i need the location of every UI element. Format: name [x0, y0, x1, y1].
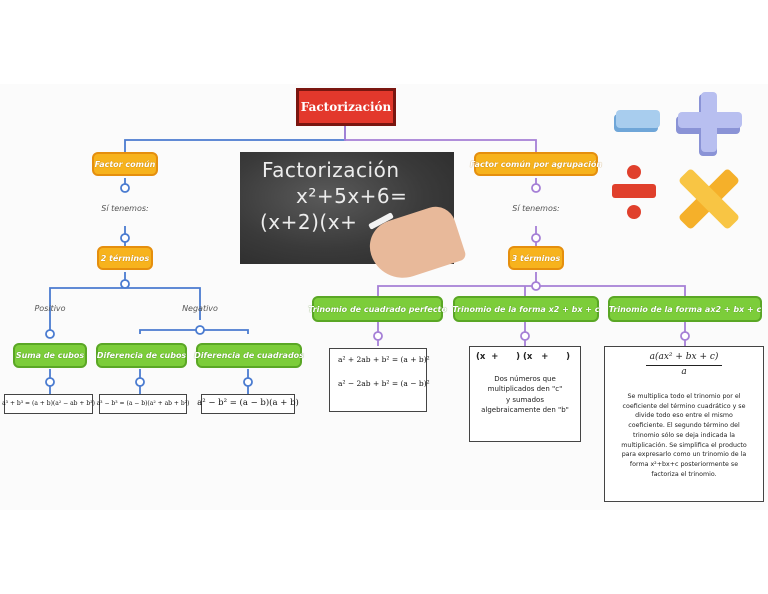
explanation-line: y sumados — [506, 395, 544, 404]
cuadrado-perfecto-formulas: a² + 2ab + b² = (a + b)² a² − 2ab + b² =… — [329, 348, 430, 412]
connector-lines — [45, 124, 690, 394]
map-title: Factorización — [296, 88, 396, 126]
trinomio-ax2-node: Trinomio de la forma ax2 + bx + c — [608, 296, 762, 322]
concept-map: Factorización Factorización x²+5x+6= (x+… — [0, 84, 768, 510]
trinomio-x2-node: Trinomio de la forma x2 + bx + c — [452, 296, 600, 322]
suma-cubos-node: Suma de cubos — [13, 343, 87, 368]
explanation-line: forma x²+bx+c posteriormente se — [629, 461, 739, 469]
board-line-3: (x+2)(x+ — [260, 210, 358, 234]
factor-comun-node: Factor común — [92, 152, 158, 176]
pattern-text: (x + ) (x + ) — [476, 352, 571, 362]
trinomio-ax2-explanation: a(ax² + bx + c) a Se multiplica todo el … — [604, 346, 764, 502]
fraction-denominator: a — [681, 366, 687, 377]
explanation-line: Se multiplica todo el trinomio por el — [627, 392, 741, 400]
explanation-line: para expresarlo como un trinomio de la — [621, 451, 747, 459]
formula-text: a² − b² = (a − b)(a + b) — [197, 398, 299, 409]
positive-label: Positivo — [34, 304, 66, 313]
formula-text: a³ − b³ = (a − b)(a² + ab + b²) — [96, 400, 190, 408]
formula-line-1: a² + 2ab + b² = (a + b)² — [338, 355, 430, 364]
factor-comun-agrupacion-node: Factor común por agrupación — [470, 152, 602, 176]
explanation-line: Dos números que — [494, 374, 556, 383]
suma-cubos-formula: a³ + b³ = (a + b)(a² − ab + b²) — [2, 394, 95, 414]
diferencia-cubos-formula: a³ − b³ = (a − b)(a² + ab + b²) — [96, 394, 190, 414]
formula-text: a³ + b³ = (a + b)(a² − ab + b²) — [2, 400, 95, 408]
explanation-line: coeficiente del término cuadrático y se — [622, 402, 746, 410]
right-connector-label: Sí tenemos: — [512, 204, 560, 213]
negative-label: Negativo — [182, 304, 218, 313]
right-terms-node: 3 términos — [508, 246, 564, 270]
explanation-line: trinomio sólo se deja indicada la — [632, 431, 736, 439]
minus-icon — [614, 110, 660, 132]
explanation-line: algebraicamente den "b" — [481, 406, 569, 415]
diferencia-cuadrados-node: Diferencia de cuadrados — [194, 343, 304, 368]
left-terms-node: 2 términos — [97, 246, 153, 270]
math-operators-image — [612, 92, 742, 229]
board-line-2: x²+5x+6= — [296, 184, 408, 208]
explanation-line: coeficiente. El segundo término del — [628, 422, 740, 430]
divide-icon — [612, 165, 656, 219]
explanation-line: multiplicados den "c" — [487, 385, 563, 394]
chalkboard-image: Factorización x²+5x+6= (x+2)(x+ — [240, 152, 468, 287]
trinomio-cuadrado-perfecto-node: Trinomio de cuadrado perfecto — [308, 296, 447, 322]
explanation-line: divide todo eso entre el mismo — [635, 412, 733, 420]
explanation-line: factoriza el trinomio. — [651, 470, 717, 478]
diferencia-cubos-node: Diferencia de cubos — [96, 343, 187, 368]
formula-line-2: a² − 2ab + b² = (a − b)² — [338, 378, 430, 388]
multiply-icon — [679, 169, 739, 229]
trinomio-x2-explanation: (x + ) (x + ) Dos números que multiplica… — [469, 346, 581, 442]
fraction-numerator: a(ax² + bx + c) — [645, 351, 723, 366]
explanation-line: multiplicación. Se simplifica el product… — [621, 441, 747, 449]
diferencia-cuadrados-formula: a² − b² = (a − b)(a + b) — [197, 394, 299, 414]
left-connector-label: Sí tenemos: — [101, 204, 149, 213]
plus-icon — [676, 92, 742, 156]
board-line-1: Factorización — [262, 158, 400, 182]
